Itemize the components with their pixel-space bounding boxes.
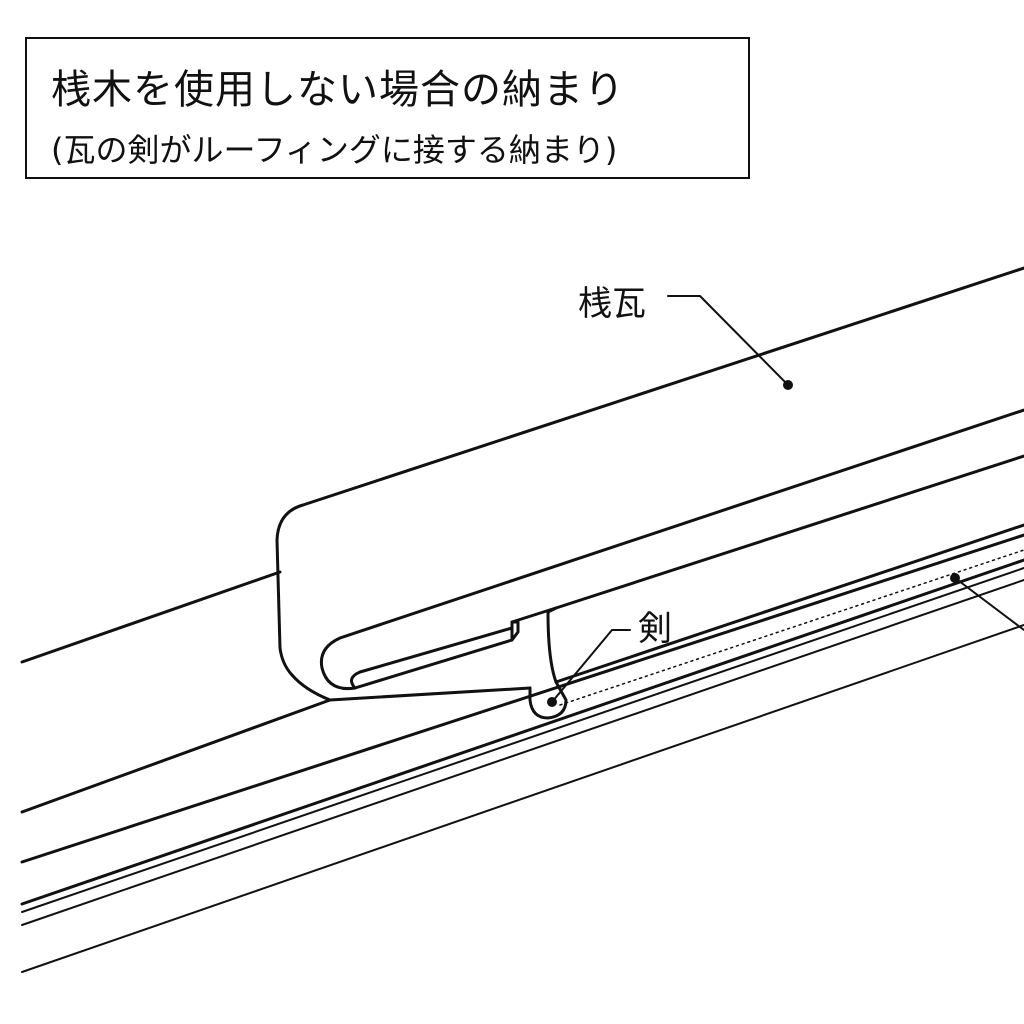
ken-rib <box>328 606 568 720</box>
leader-lines <box>551 295 1024 703</box>
label-tile: 桟瓦 <box>578 284 646 324</box>
diagram-subtitle: (瓦の剣がルーフィングに接する納まり) <box>51 131 618 169</box>
diagram-title: 桟木を使用しない場合の納まり <box>51 67 625 113</box>
title-box: 桟木を使用しない場合の納まり (瓦の剣がルーフィングに接する納まり) <box>25 37 750 179</box>
label-ken: 剣 <box>638 609 672 649</box>
roofing-layers <box>20 533 1024 973</box>
roofing-leader-dot <box>950 573 960 583</box>
ken-leader-dot <box>547 697 557 707</box>
tile-leader-dot <box>783 380 793 390</box>
